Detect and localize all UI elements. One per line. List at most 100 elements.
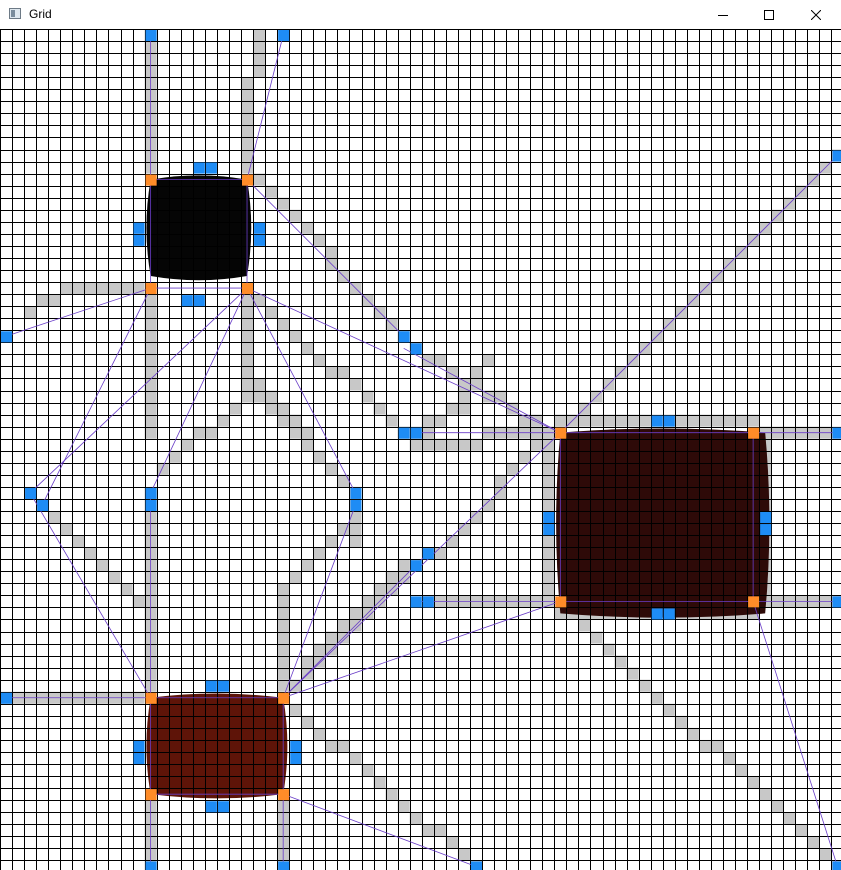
endpoint-cell (278, 30, 290, 42)
endpoint-cell (470, 861, 482, 870)
path-cell (228, 402, 241, 415)
visibility-edge (246, 179, 404, 337)
endpoint-cell (663, 415, 675, 427)
maximize-button[interactable] (746, 0, 792, 29)
path-cell (349, 378, 362, 391)
path-cell (686, 727, 699, 740)
path-cell (445, 366, 458, 379)
path-cell (530, 414, 543, 427)
path-cell (253, 378, 266, 391)
path-cell (674, 715, 687, 728)
path-cell (144, 366, 157, 379)
path-cell (253, 65, 266, 78)
path-cell (60, 282, 73, 295)
path-cell (650, 691, 663, 704)
path-cell (735, 414, 748, 427)
corner-cell (278, 692, 290, 704)
path-cell (457, 523, 470, 536)
path-cell (337, 523, 350, 536)
endpoint-cell (133, 740, 145, 752)
path-cell (313, 450, 326, 463)
grid-lines (0, 29, 841, 870)
path-cell (144, 318, 157, 331)
path-cell (120, 583, 133, 596)
path-cell (241, 149, 254, 162)
close-button[interactable] (793, 0, 839, 29)
path-cell (638, 414, 651, 427)
visibility-edge (29, 492, 151, 698)
path-cell (313, 354, 326, 367)
endpoint-cell (832, 596, 841, 608)
visibility-edge (752, 601, 838, 867)
endpoint-cell (760, 512, 772, 524)
endpoint-cell (217, 680, 229, 692)
visibility-edge (283, 793, 477, 867)
path-cell (289, 414, 302, 427)
path-cell (277, 595, 290, 608)
endpoint-cell (1, 692, 13, 704)
path-cell (373, 776, 386, 789)
corner-cell (145, 789, 157, 801)
endpoint-cell (398, 427, 410, 439)
path-cell (349, 752, 362, 765)
path-cell (710, 414, 723, 427)
path-cell (301, 559, 314, 572)
path-cell (445, 402, 458, 415)
corner-cell (748, 427, 760, 439)
path-cell (241, 161, 254, 174)
endpoint-cell (543, 524, 555, 536)
path-cell (241, 318, 254, 331)
path-cell (168, 450, 181, 463)
path-cell (337, 739, 350, 752)
path-cell (421, 438, 434, 451)
path-cell (542, 547, 555, 560)
path-cell (144, 294, 157, 307)
path-cell (506, 462, 519, 475)
path-cell (144, 330, 157, 343)
path-cell (578, 414, 591, 427)
path-cell (241, 89, 254, 102)
path-cell (265, 390, 278, 403)
path-cell (542, 571, 555, 584)
endpoint-cell (278, 861, 290, 870)
path-cell (421, 414, 434, 427)
path-cell (542, 462, 555, 475)
path-cell (108, 282, 121, 295)
path-cell (277, 414, 290, 427)
path-cell (132, 595, 145, 608)
path-cell (445, 836, 458, 849)
endpoint-cell (133, 222, 145, 234)
endpoint-cell (832, 427, 841, 439)
path-cell (120, 282, 133, 295)
path-cell (144, 306, 157, 319)
path-cell (48, 511, 61, 524)
minimize-button[interactable] (700, 0, 746, 29)
grid-svg[interactable] (0, 29, 841, 870)
path-cell (277, 583, 290, 596)
path-cell (747, 776, 760, 789)
endpoint-cell (350, 487, 362, 499)
path-cell (72, 535, 85, 548)
path-cell (325, 245, 338, 258)
grid-canvas[interactable] (0, 29, 841, 870)
corner-cell (555, 427, 567, 439)
path-cell (542, 486, 555, 499)
path-cell (180, 438, 193, 451)
path-cell (819, 848, 832, 861)
path-cell (36, 294, 49, 307)
visibility-edge (29, 287, 248, 494)
path-cell (542, 559, 555, 572)
path-cell (289, 571, 302, 584)
endpoint-cell (1, 331, 13, 343)
visibility-edge (560, 155, 838, 433)
path-cell (277, 667, 290, 680)
path-cell (373, 583, 386, 596)
path-cell (241, 137, 254, 150)
path-cell (710, 739, 723, 752)
visibility-edge (282, 552, 429, 699)
path-cell (277, 402, 290, 415)
path-cell (277, 655, 290, 668)
path-cell (144, 426, 157, 439)
path-cell (313, 547, 326, 560)
path-cell (253, 173, 266, 186)
